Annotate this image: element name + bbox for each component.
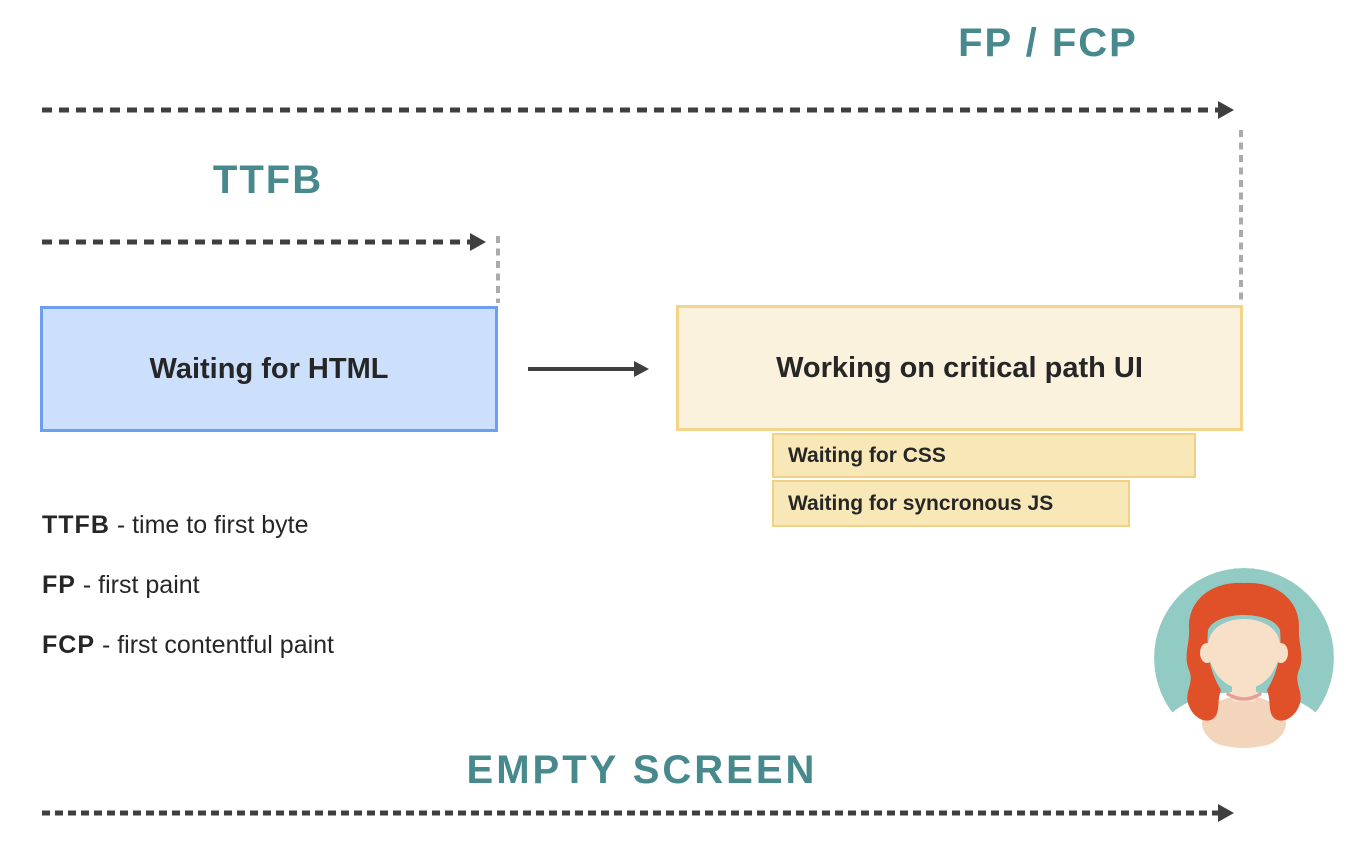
ttfb-heading: TTFB (212, 158, 324, 202)
legend-definition-fp: - first paint (75, 571, 200, 599)
legend-item-fcp: FCP - first contentful paint (42, 632, 334, 658)
fp-fcp-timeline-arrow (42, 101, 1234, 119)
waiting-for-html-box: Waiting for HTML (40, 306, 498, 432)
legend-definition-fcp: - first contentful paint (95, 631, 335, 659)
legend-item-fp: FP - first paint (42, 572, 334, 598)
legend-term-fcp: FCP (42, 631, 95, 659)
flow-arrow (528, 361, 649, 377)
waiting-for-js-box: Waiting for syncronous JS (772, 480, 1130, 527)
working-on-critical-path-label: Working on critical path UI (776, 351, 1143, 384)
legend-item-ttfb: TTFB - time to first byte (42, 512, 334, 538)
ttfb-timeline-arrow (42, 233, 486, 251)
empty-screen-heading: EMPTY SCREEN (466, 748, 818, 792)
waiting-for-css-label: Waiting for CSS (788, 443, 946, 467)
waiting-for-html-label: Waiting for HTML (149, 352, 389, 385)
fp-fcp-heading: FP / FCP (958, 21, 1138, 65)
working-on-critical-path-box: Working on critical path UI (676, 305, 1243, 431)
empty-screen-timeline-arrow (42, 804, 1234, 822)
woman-avatar-icon (1154, 568, 1334, 748)
legend-definition-ttfb: - time to first byte (109, 511, 309, 539)
legend-term-ttfb: TTFB (42, 511, 110, 539)
legend-term-fp: FP (42, 571, 76, 599)
legend: TTFB - time to first byte FP - first pai… (42, 512, 334, 692)
waiting-for-js-label: Waiting for syncronous JS (788, 491, 1054, 515)
waiting-for-css-box: Waiting for CSS (772, 433, 1196, 478)
